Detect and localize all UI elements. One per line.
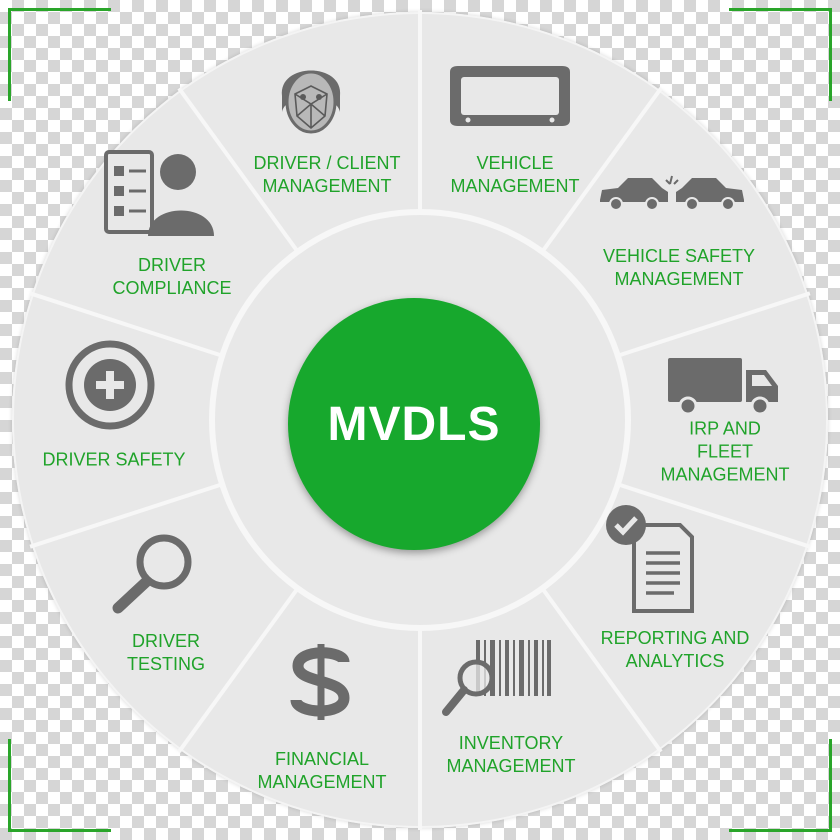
center-hub[interactable]: MVDLS xyxy=(288,298,540,550)
segment-divider xyxy=(29,291,223,358)
segment-label-driver-testing[interactable]: DRIVER TESTING xyxy=(126,631,206,674)
checklist-person-icon xyxy=(104,150,214,236)
segment-label-irp-fleet-management[interactable]: IRP AND FLEET MANAGEMENT xyxy=(660,418,790,485)
segment-label-financial-management[interactable]: FINANCIAL MANAGEMENT xyxy=(257,749,387,792)
segment-label-vehicle-management[interactable]: VEHICLE MANAGEMENT xyxy=(450,153,580,196)
magnifier-icon xyxy=(112,534,192,614)
car-collision-icon xyxy=(600,175,744,211)
plus-circle-icon xyxy=(65,340,155,430)
checked-report-icon xyxy=(606,505,694,613)
corner-bracket-bottom-left xyxy=(8,739,111,832)
segment-divider xyxy=(617,482,811,549)
segment-label-reporting-analytics[interactable]: REPORTING AND ANALYTICS xyxy=(600,628,750,671)
center-label: MVDLS xyxy=(327,397,501,451)
barcode-search-icon xyxy=(442,640,551,716)
segment-divider xyxy=(540,587,663,753)
segment-label-vehicle-safety-management[interactable]: VEHICLE SAFETY MANAGEMENT xyxy=(602,246,756,289)
dollar-icon xyxy=(290,644,350,720)
truck-icon xyxy=(668,358,778,416)
corner-bracket-top-left xyxy=(8,8,111,101)
segment-divider xyxy=(617,291,811,358)
segment-divider xyxy=(540,87,663,253)
segment-divider xyxy=(177,87,300,253)
segment-label-driver-client-management[interactable]: DRIVER / CLIENT MANAGEMENT xyxy=(253,153,401,196)
corner-bracket-top-right xyxy=(729,8,832,101)
segment-divider xyxy=(177,587,300,753)
segment-label-inventory-management[interactable]: INVENTORY MANAGEMENT xyxy=(446,733,576,776)
segment-label-driver-compliance[interactable]: DRIVER COMPLIANCE xyxy=(112,255,232,298)
segment-divider xyxy=(29,482,223,549)
license-plate-icon xyxy=(450,66,570,126)
face-recognition-icon xyxy=(281,70,341,134)
segment-label-driver-safety[interactable]: DRIVER SAFETY xyxy=(42,449,186,470)
corner-bracket-bottom-right xyxy=(729,739,832,832)
